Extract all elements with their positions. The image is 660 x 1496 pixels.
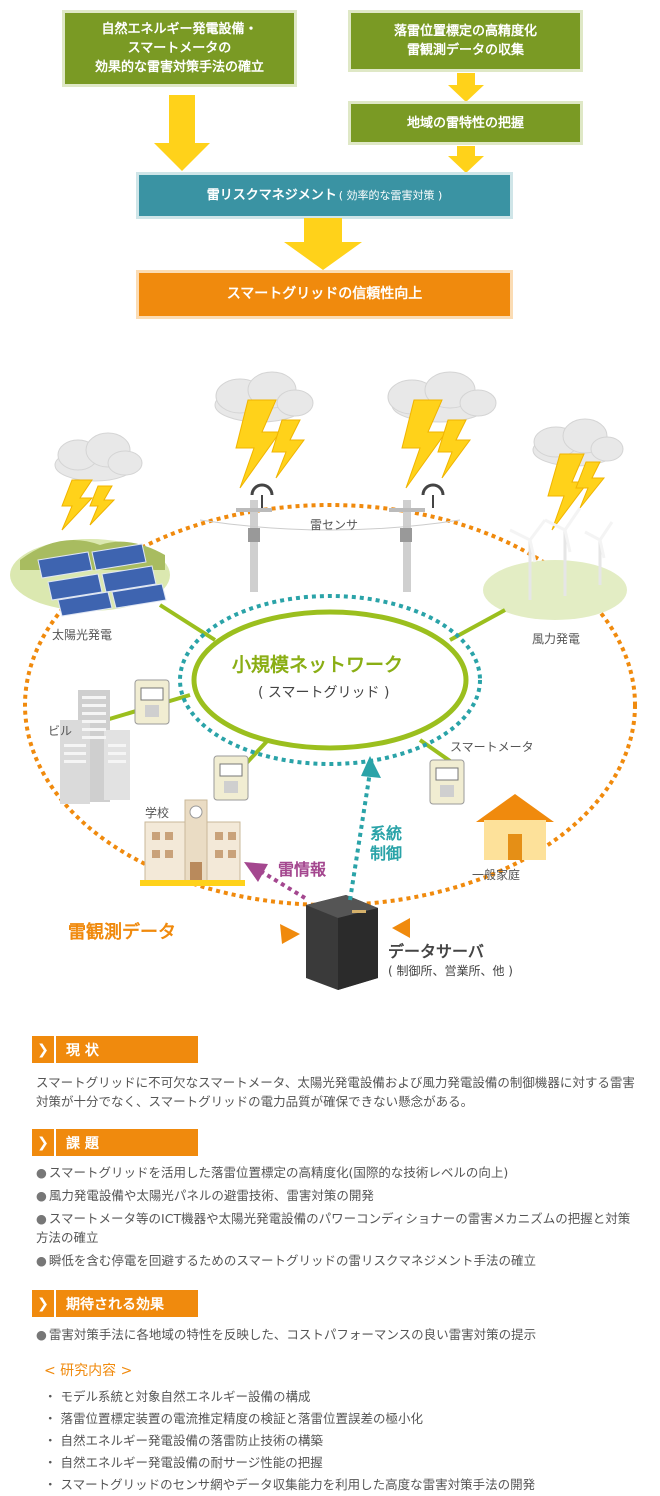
network-title: 小規模ネットワーク [232, 654, 404, 676]
arrow-down-icon [154, 95, 210, 171]
lightning-info-arrow [260, 870, 307, 900]
arrow-down-icon [448, 146, 484, 173]
building-label: ビル [48, 724, 73, 738]
research-text: スマートグリッドのセンサ網やデータ収集能力を利用した高度な雷害対策手法の開発 [60, 1477, 536, 1492]
issues-title: 課 題 [66, 1135, 99, 1152]
data-server-icon [306, 895, 378, 990]
effect-text: 雷害対策手法に各地域の特性を反映した、コストパフォーマンスの良い雷害対策の提示 [48, 1327, 537, 1342]
list-item: ・ 自然エネルギー発電設備の耐サージ性能の把握 [44, 1455, 323, 1470]
status-header: ❯ 現 状 [32, 1036, 198, 1063]
arrow-up-icon [361, 756, 381, 778]
cloud-icon [387, 371, 497, 423]
system-control-label: 系統 制御 [370, 824, 403, 863]
risk-main-label: 雷リスクマネジメント [206, 188, 337, 203]
smart-meter-icon [134, 679, 170, 725]
risk-sub-label: ( 効率的な雷害対策 ) [338, 189, 443, 202]
issue-text: 風力発電設備や太陽光パネルの避雷技術、雷害対策の開発 [48, 1188, 374, 1203]
smart-meter-icon [213, 755, 249, 801]
arrow-left-icon [244, 862, 268, 882]
lightning-icon [61, 399, 606, 531]
flow-box-risk-management: 雷リスクマネジメント ( 効率的な雷害対策 ) [136, 172, 513, 219]
wind-turbine-icon [483, 507, 627, 620]
system-control-arrow [348, 771, 372, 901]
arrow-down-icon [448, 73, 484, 102]
house-icon [476, 794, 554, 860]
lightning-info-label: 雷情報 [278, 860, 327, 879]
sensor-label: 雷センサ [310, 518, 359, 532]
list-item: ●スマートグリッドを活用した落雷位置標定の高精度化(国際的な技術レベルの向上) [36, 1165, 509, 1180]
smart-grid-diagram [10, 371, 637, 990]
research-title: < 研究内容 > [44, 1363, 133, 1379]
list-item: ・ 落雷位置標定装置の電流推定精度の検証と落雷位置誤差の極小化 [44, 1411, 423, 1426]
house-label: 一般家庭 [472, 868, 521, 882]
school-label: 学校 [145, 806, 170, 820]
flow-box-reliability: スマートグリッドの信頼性向上 [136, 270, 513, 319]
smart-meter-label: スマートメータ [450, 740, 534, 754]
issue-text: 瞬低を含む停電を回避するためのスマートグリッドの雷リスクマネジメント手法の確立 [48, 1253, 537, 1268]
list-item: ●雷害対策手法に各地域の特性を反映した、コストパフォーマンスの良い雷害対策の提示 [36, 1327, 537, 1342]
list-item: ・ スマートグリッドのセンサ網やデータ収集能力を利用した高度な雷害対策手法の開発 [44, 1477, 536, 1492]
flow-box-effective-countermeasures: 自然エネルギー発電設備・ スマートメータの 効果的な雷害対策手法の確立 [62, 10, 297, 87]
control-ring [178, 594, 482, 766]
list-item: ●瞬低を含む停電を回避するためのスマートグリッドの雷リスクマネジメント手法の確立 [36, 1253, 537, 1268]
research-text: 自然エネルギー発電設備の耐サージ性能の把握 [60, 1455, 323, 1470]
effects-title: 期待される効果 [66, 1296, 164, 1313]
chevron-right-icon: ❯ [32, 1129, 56, 1156]
list-item: ●スマートメータ等のICT機器や太陽光発電設備のパワーコンディショナーの雷害メカ… [36, 1211, 631, 1245]
school-icon [140, 799, 245, 886]
list-item: ・ モデル系統と対象自然エネルギー設備の構成 [44, 1389, 311, 1404]
issue-text: スマートメータ等のICT機器や太陽光発電設備のパワーコンディショナーの雷害メカニ… [36, 1211, 631, 1245]
research-text: 落雷位置標定装置の電流推定精度の検証と落雷位置誤差の極小化 [60, 1411, 423, 1426]
chevron-right-icon: ❯ [32, 1036, 56, 1063]
effects-header: ❯ 期待される効果 [32, 1290, 198, 1317]
arrow-left-icon [392, 918, 410, 938]
wind-label: 風力発電 [532, 632, 581, 646]
solar-label: 太陽光発電 [52, 628, 113, 642]
cloud-icon [54, 432, 143, 482]
sensor-pole-icon [236, 483, 274, 592]
status-text: スマートグリッドに不可欠なスマートメータ、太陽光発電設備および風力発電設備の制御… [36, 1075, 635, 1109]
cloud-icon [532, 418, 624, 467]
flow-box-location-accuracy: 落雷位置標定の高精度化 雷観測データの収集 [348, 10, 583, 72]
chevron-right-icon: ❯ [32, 1290, 56, 1317]
small-network-ring [191, 609, 469, 751]
issue-text: スマートグリッドを活用した落雷位置標定の高精度化(国際的な技術レベルの向上) [48, 1165, 509, 1180]
data-server-label: データサーバ [388, 942, 484, 961]
list-item: ●風力発電設備や太陽光パネルの避雷技術、雷害対策の開発 [36, 1188, 374, 1203]
status-title: 現 状 [66, 1042, 99, 1059]
observation-data-label: 雷観測データ [68, 922, 176, 943]
data-server-sublabel: ( 制御所、営業所、他 ) [388, 964, 513, 978]
smart-meter-icon [429, 759, 465, 805]
solar-panel-icon [10, 539, 170, 617]
arrow-right-icon [280, 924, 300, 944]
flow-box-regional-characteristics: 地域の雷特性の把握 [348, 101, 583, 145]
research-text: モデル系統と対象自然エネルギー設備の構成 [60, 1389, 311, 1404]
sensor-pole-icon [389, 483, 445, 592]
building-icon [60, 690, 130, 804]
network-subtitle: ( スマートグリッド ) [258, 685, 390, 701]
list-item: ・ 自然エネルギー発電設備の落雷防止技術の構築 [44, 1433, 323, 1448]
arrow-down-icon [284, 218, 362, 270]
research-text: 自然エネルギー発電設備の落雷防止技術の構築 [60, 1433, 323, 1448]
issues-header: ❯ 課 題 [32, 1129, 198, 1156]
